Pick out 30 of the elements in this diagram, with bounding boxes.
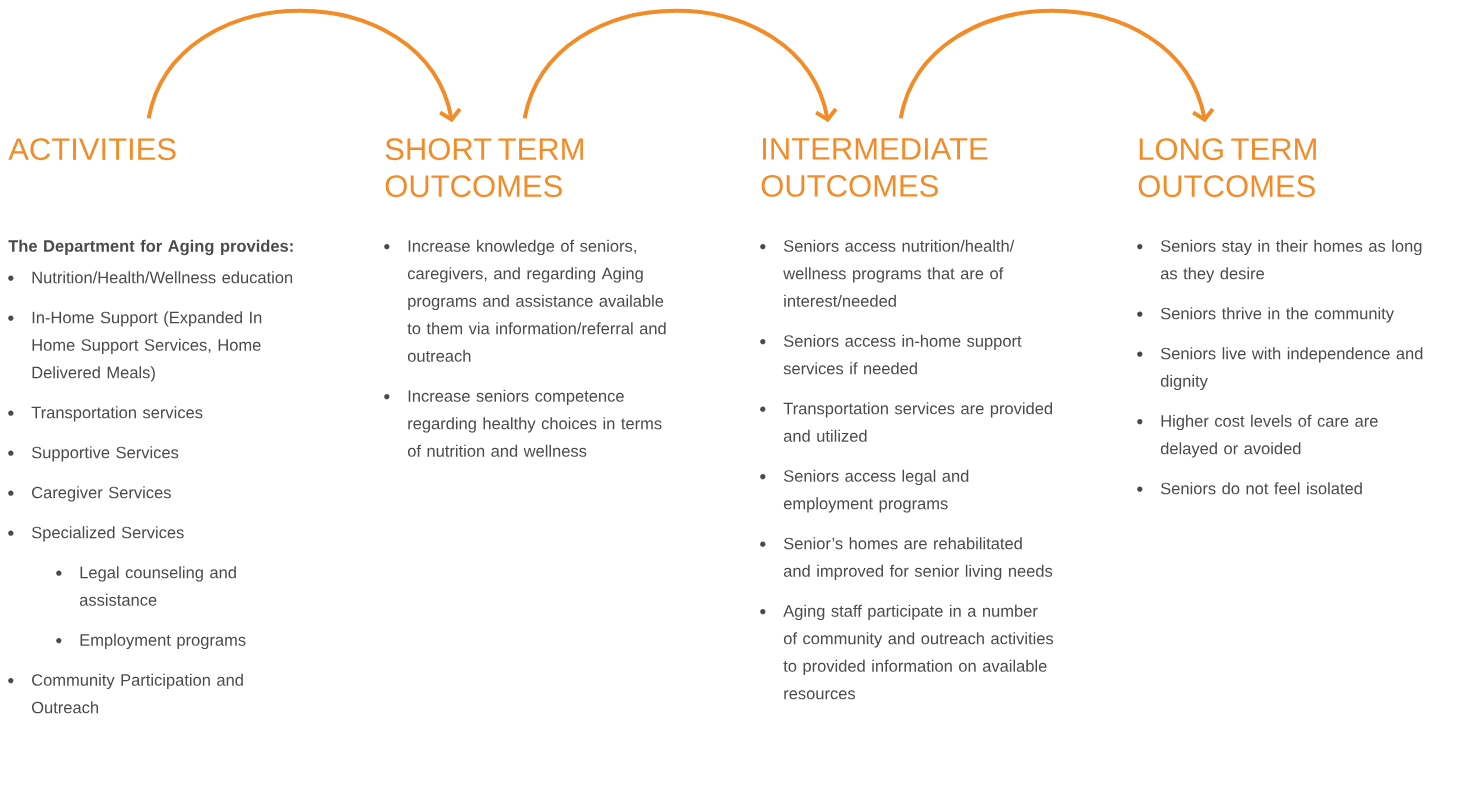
bullet-item: Seniors live with independence and dignity [1137,347,1423,391]
bullet-item: Caregiver Services [8,486,171,502]
column-heading: INTERMEDIATE OUTCOMES [761,138,988,197]
bullet-item: Transportation services are provided and utilized [760,402,1052,442]
bullet-item: Senior’s homes are rehabilitated and improved for senior living needs [760,537,1053,581]
bullet-item: Seniors do not feel isolated [1137,482,1362,495]
bullet-item: Legal counseling and assistance [56,566,236,606]
bullet-item: Seniors thrive in the community [1137,307,1394,323]
bullet-item: Higher cost levels of care are delayed or avoided [1137,414,1378,458]
curved-arrow [898,8,1215,123]
column-heading: SHORT TERM OUTCOMES [385,138,583,198]
column-heading: LONG TERM OUTCOMES [1138,138,1316,198]
bullet-item: Seniors access nutrition/health/ wellness programs that are of interest/needed [760,239,1015,307]
bullet-item: Increase knowledge of seniors, caregivers, and regarding Aging programs and assistance available to them via information/referral and outreach [384,239,666,362]
curved-arrow [522,8,838,123]
curved-arrow [146,8,462,123]
bullet-item: Supportive Services [8,446,179,462]
bullet-item: Seniors stay in their homes as long as they desire [1137,239,1422,283]
bullet-item: Transportation services [8,406,203,422]
bullet-item: Employment programs [56,633,246,650]
bullet-item: Seniors access legal and employment programs [760,469,969,513]
bullet-item: Nutrition/Health/Wellness education [8,271,293,284]
bullet-item: Increase seniors competence regarding healthy choices in terms of nutrition and wellness [384,389,662,457]
intro-text: The Department for Aging provides: [8,239,293,256]
bullet-item: Community Participation and Outreach [8,673,243,714]
bullet-item: Aging staff participate in a number of community and outreach activities to provided information on available resources [760,604,1054,700]
column-heading: ACTIVITIES [8,138,176,161]
bullet-item: Seniors access in-home support services if needed [760,334,1022,375]
bullet-item: In-Home Support (Expanded In Home Support Services, Home Delivered Meals) [8,311,262,382]
bullet-item: Specialized Services [8,526,184,542]
